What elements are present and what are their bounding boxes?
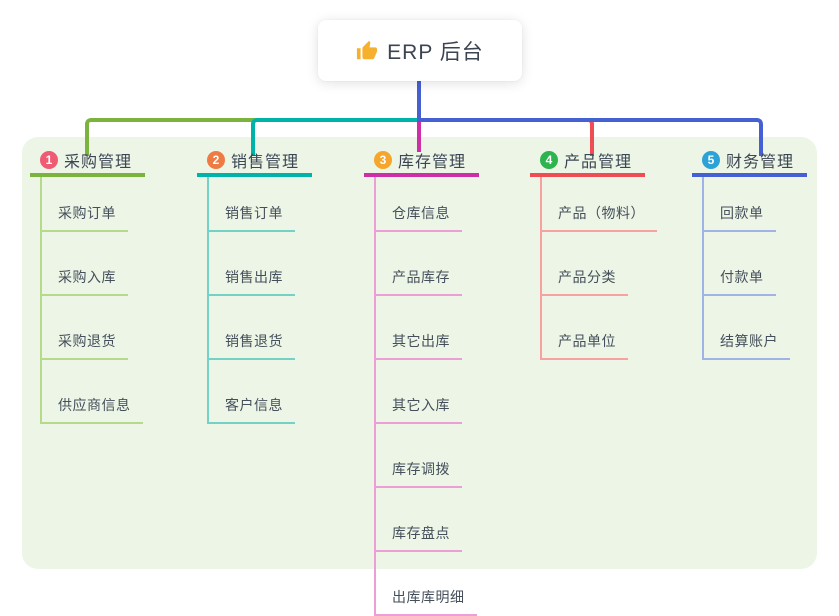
child-node[interactable]: 采购订单 (42, 177, 128, 232)
child-node[interactable]: 付款单 (704, 232, 776, 296)
child-node[interactable]: 其它入库 (376, 360, 462, 424)
child-label: 客户信息 (225, 397, 283, 413)
child-label: 销售退货 (225, 333, 283, 349)
child-node[interactable]: 其它出库 (376, 296, 462, 360)
child-node[interactable]: 采购入库 (42, 232, 128, 296)
branch-label: 采购管理 (64, 154, 133, 171)
child-label: 产品（物料） (558, 205, 645, 221)
thumbs-up-icon (356, 40, 378, 62)
child-node[interactable]: 出库库明细 (376, 552, 477, 616)
child-node[interactable]: 客户信息 (209, 360, 295, 424)
child-node[interactable]: 供应商信息 (42, 360, 143, 424)
child-label: 产品库存 (392, 269, 450, 285)
connector-branch-2 (251, 118, 425, 156)
child-node[interactable]: 回款单 (704, 177, 776, 232)
branch-title[interactable]: 3 库存管理 (364, 149, 479, 177)
child-label: 库存盘点 (392, 525, 450, 541)
child-label: 结算账户 (720, 333, 778, 349)
branch-children: 仓库信息产品库存其它出库其它入库库存调拨库存盘点出库库明细 (374, 177, 479, 616)
child-label: 其它出库 (392, 333, 450, 349)
child-node[interactable]: 产品库存 (376, 232, 462, 296)
connector-branch-3 (417, 122, 421, 152)
canvas-panel (22, 137, 817, 569)
branch-number-badge: 3 (374, 151, 392, 169)
branch-title[interactable]: 2 销售管理 (197, 149, 312, 177)
connector-root (417, 81, 421, 122)
child-node[interactable]: 仓库信息 (376, 177, 462, 232)
branch-number-badge: 2 (207, 151, 225, 169)
branch-title[interactable]: 4 产品管理 (530, 149, 645, 177)
child-label: 其它入库 (392, 397, 450, 413)
child-node[interactable]: 销售订单 (209, 177, 295, 232)
child-label: 回款单 (720, 205, 764, 221)
branch-number-badge: 5 (702, 151, 720, 169)
child-label: 仓库信息 (392, 205, 450, 221)
child-node[interactable]: 产品分类 (542, 232, 628, 296)
root-label: ERP 后台 (387, 40, 484, 64)
branch-label: 库存管理 (398, 154, 467, 171)
child-node[interactable]: 采购退货 (42, 296, 128, 360)
branch-title[interactable]: 1 采购管理 (30, 149, 145, 177)
child-node[interactable]: 销售退货 (209, 296, 295, 360)
connector-branch-5 (417, 118, 763, 156)
child-label: 采购入库 (58, 269, 116, 285)
child-node[interactable]: 产品（物料） (542, 177, 657, 232)
child-label: 产品单位 (558, 333, 616, 349)
branch-label: 财务管理 (726, 154, 795, 171)
branch-4: 4 产品管理产品（物料） 产品分类产品单位 (530, 149, 657, 360)
child-label: 供应商信息 (58, 397, 131, 413)
child-node[interactable]: 销售出库 (209, 232, 295, 296)
child-label: 采购订单 (58, 205, 116, 221)
child-label: 采购退货 (58, 333, 116, 349)
branch-label: 销售管理 (231, 154, 300, 171)
branch-children: 销售订单销售出库销售退货客户信息 (207, 177, 312, 424)
branch-children: 回款单付款单结算账户 (702, 177, 807, 360)
branch-children: 产品（物料） 产品分类产品单位 (540, 177, 657, 360)
branch-label: 产品管理 (564, 154, 633, 171)
branch-number-badge: 4 (540, 151, 558, 169)
branch-title[interactable]: 5 财务管理 (692, 149, 807, 177)
child-label: 出库库明细 (392, 589, 465, 605)
child-label: 产品分类 (558, 269, 616, 285)
child-label: 付款单 (720, 269, 764, 285)
child-label: 库存调拨 (392, 461, 450, 477)
branch-3: 3 库存管理仓库信息产品库存其它出库其它入库库存调拨库存盘点出库库明细 (364, 149, 479, 616)
root-node[interactable]: ERP 后台 (318, 20, 522, 81)
child-node[interactable]: 库存调拨 (376, 424, 462, 488)
child-node[interactable]: 结算账户 (704, 296, 790, 360)
child-label: 销售订单 (225, 205, 283, 221)
child-label: 销售出库 (225, 269, 283, 285)
branch-children: 采购订单采购入库采购退货供应商信息 (40, 177, 145, 424)
branch-number-badge: 1 (40, 151, 58, 169)
branch-1: 1 采购管理采购订单采购入库采购退货供应商信息 (30, 149, 145, 424)
branch-2: 2 销售管理销售订单销售出库销售退货客户信息 (197, 149, 312, 424)
child-node[interactable]: 产品单位 (542, 296, 628, 360)
child-node[interactable]: 库存盘点 (376, 488, 462, 552)
branch-5: 5 财务管理回款单付款单结算账户 (692, 149, 807, 360)
